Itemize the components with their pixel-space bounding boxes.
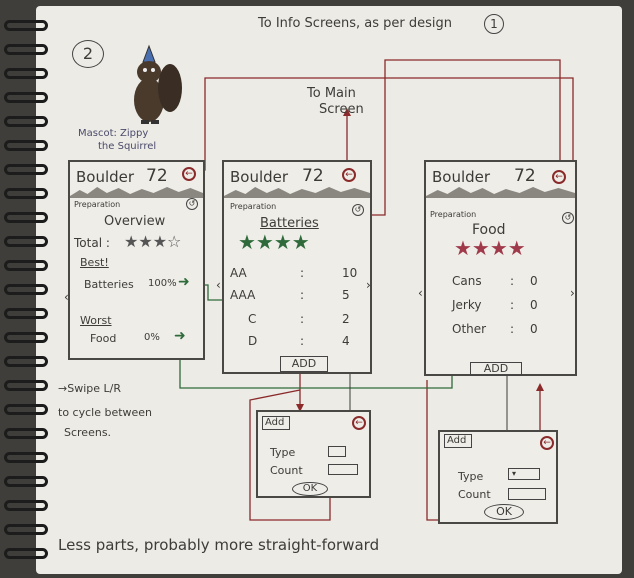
row-sep: : [510, 322, 515, 336]
worst-item: Food [90, 332, 117, 345]
screen-title: Boulder [76, 168, 135, 186]
row-value: 0 [530, 322, 538, 336]
screen-heading: Batteries [260, 216, 319, 231]
info-icon[interactable]: ↺ [186, 198, 198, 210]
row-sep: : [300, 312, 305, 326]
best-value: 100% [148, 278, 177, 289]
back-arrow-icon[interactable]: ← [182, 167, 196, 181]
swipe-right-icon[interactable]: › [366, 278, 371, 292]
section-label: Preparation [430, 210, 477, 219]
row-value: 5 [342, 288, 350, 302]
row-label: Jerky [452, 298, 482, 312]
row-sep: : [300, 288, 305, 302]
bottom-note: Less parts, probably more straight-forwa… [58, 536, 380, 554]
row-sep: : [510, 298, 515, 312]
ok-button[interactable]: OK [484, 504, 524, 520]
swipe-left-icon[interactable]: ‹ [418, 286, 423, 300]
row-label: AA [230, 266, 247, 280]
squirrel-mascot-icon [134, 44, 182, 124]
row-label: D [248, 334, 258, 348]
swipe-left-icon[interactable]: ‹ [216, 278, 221, 292]
add-dialog-right: Add ← Type ▾ Count OK [438, 430, 558, 524]
overview-screen: Boulder 72 ← ↺ Preparation Overview Tota… [64, 160, 205, 360]
row-label: AAA [230, 288, 256, 302]
top-note: To Info Screens, as per design [258, 16, 453, 31]
row-label: C [248, 312, 257, 326]
swipe-note-line2: to cycle between [58, 406, 153, 419]
count-field[interactable] [328, 464, 358, 475]
ok-button[interactable]: OK [292, 482, 328, 496]
row-sep: : [300, 334, 305, 348]
add-button[interactable]: ADD [280, 356, 328, 372]
screen-title: Boulder [230, 168, 289, 186]
mountain-banner [224, 187, 370, 198]
type-dropdown[interactable] [328, 446, 346, 457]
row-sep: : [300, 266, 305, 280]
info-icon[interactable]: ↺ [562, 212, 574, 224]
add-dialog-left: Add ← Type Count OK [256, 410, 371, 498]
row-value: 0 [530, 298, 538, 312]
star-icon: ★★★★ [238, 230, 310, 254]
best-label: Best! [80, 256, 109, 269]
batteries-screen: Boulder 72 ← ↺ Preparation Batteries ★★★… [216, 160, 372, 374]
dialog-title: Add [444, 434, 472, 448]
count-label: Count [458, 488, 491, 501]
screen-title: Boulder [432, 168, 491, 186]
info-icon[interactable]: ↺ [352, 204, 364, 216]
temperature: 72 [302, 166, 324, 186]
total-label: Total : [74, 236, 110, 250]
food-screen: Boulder 72 ← ↺ Preparation Food ★★★★ Can… [418, 160, 577, 376]
temperature: 72 [514, 166, 536, 186]
type-label: Type [270, 446, 296, 459]
dialog-title: Add [262, 416, 290, 430]
row-label: Other [452, 322, 487, 336]
row-value: 4 [342, 334, 350, 348]
screen-heading: Overview [104, 214, 166, 229]
rating-stars: ★★★★ [238, 230, 310, 254]
dropdown-icon[interactable]: ▾ [508, 468, 540, 480]
rating-stars: ★★★☆ [124, 232, 181, 251]
best-item: Batteries [84, 278, 134, 291]
star-icon: ★★★★ [454, 236, 526, 260]
rating-stars: ★★★★ [454, 236, 526, 260]
spiral-binding-icon [4, 20, 52, 560]
row-value: 10 [342, 266, 358, 280]
main-note-line1: To Main [307, 86, 356, 101]
close-icon[interactable]: ← [540, 436, 554, 450]
arrow-right-icon[interactable]: ➜ [174, 328, 186, 344]
worst-label: Worst [80, 314, 112, 327]
back-arrow-icon[interactable]: ← [342, 168, 356, 182]
mascot-line2: the Squirrel [98, 141, 157, 152]
section-label: Preparation [230, 202, 277, 211]
row-label: Cans [452, 274, 482, 288]
swipe-note-line1: →Swipe L/R [58, 382, 121, 395]
mascot-line1: Mascot: Zippy [78, 128, 149, 139]
temperature: 72 [146, 166, 168, 186]
close-icon[interactable]: ← [352, 416, 366, 430]
top-note-ref: 1 [484, 14, 504, 34]
star-icon: ★★★ [124, 232, 168, 251]
star-icon: ☆ [167, 232, 182, 251]
swipe-right-icon[interactable]: › [570, 286, 575, 300]
mountain-banner [426, 187, 575, 198]
main-note-line2: Screen [319, 102, 364, 117]
arrow-right-icon[interactable]: ➜ [178, 274, 190, 290]
screen-heading: Food [472, 222, 506, 238]
row-value: 2 [342, 312, 350, 326]
row-value: 0 [530, 274, 538, 288]
worst-value: 0% [144, 332, 160, 343]
swipe-left-icon[interactable]: ‹ [64, 290, 69, 304]
section-label: Preparation [74, 200, 121, 209]
count-label: Count [270, 464, 303, 477]
count-field[interactable] [508, 488, 546, 500]
type-label: Type [458, 470, 484, 483]
back-arrow-icon[interactable]: ← [552, 170, 566, 184]
mountain-banner [70, 187, 203, 198]
page-number: 2 [72, 40, 104, 68]
row-sep: : [510, 274, 515, 288]
add-button[interactable]: ADD [470, 362, 522, 376]
swipe-note-line3: Screens. [64, 426, 112, 439]
